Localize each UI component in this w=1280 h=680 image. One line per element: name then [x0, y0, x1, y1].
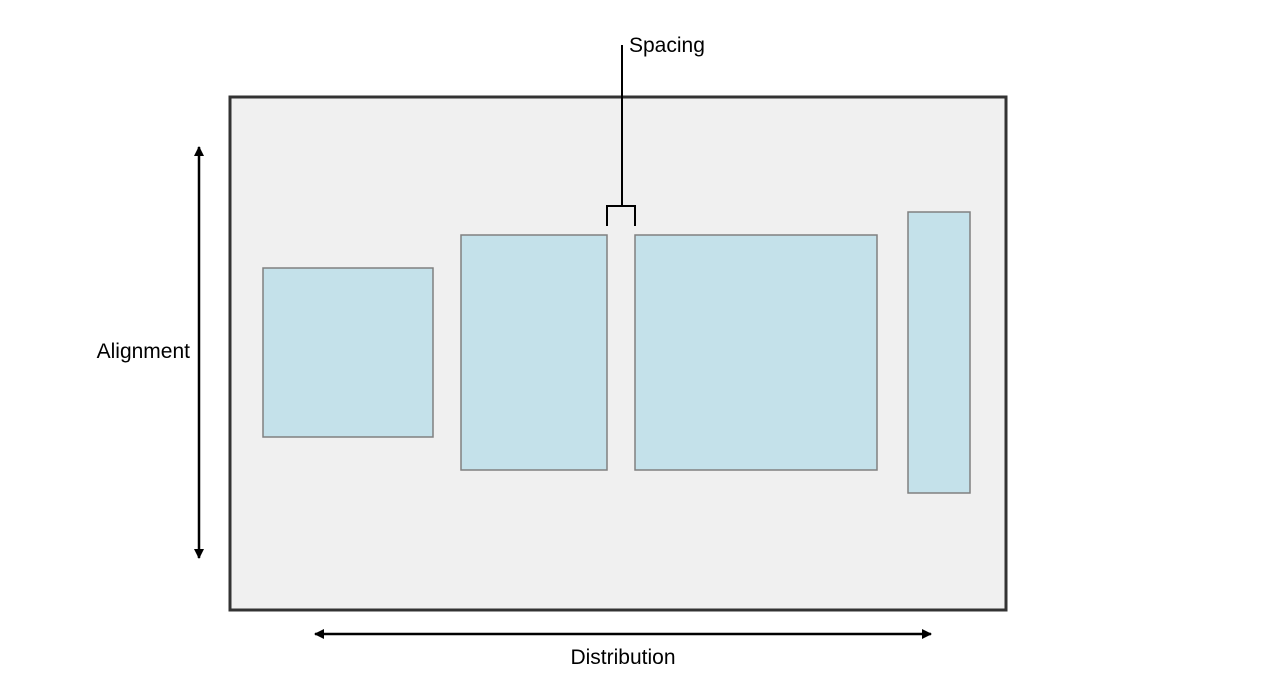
view-4 [907, 211, 971, 494]
spacing-label: Spacing [629, 34, 705, 57]
alignment-label: Alignment [97, 340, 191, 363]
view-1 [262, 267, 434, 438]
view-2 [460, 234, 608, 471]
view-3 [634, 234, 878, 471]
distribution-label: Distribution [570, 646, 675, 669]
